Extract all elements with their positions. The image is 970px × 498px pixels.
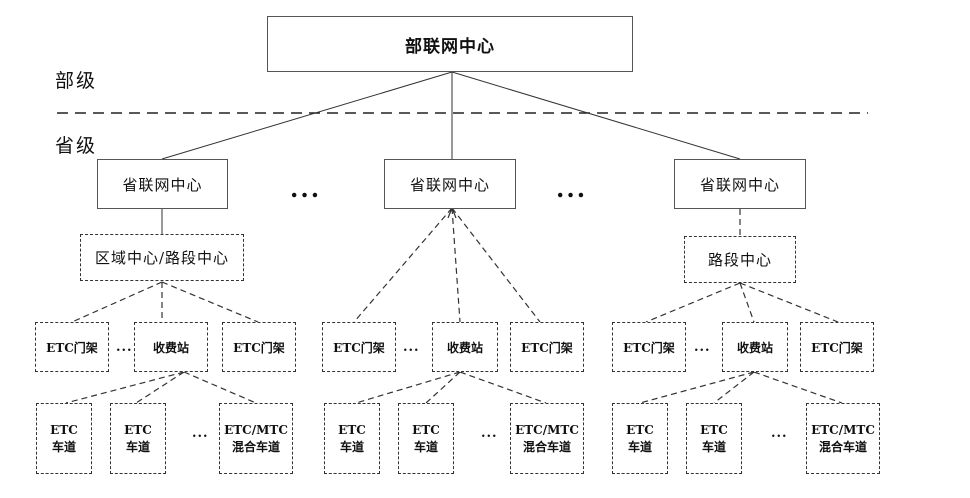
province-network-center-3: 省联网中心 xyxy=(674,159,806,209)
province-ellipsis-2: ... xyxy=(556,174,588,203)
lane-line-2: 车道 xyxy=(51,439,76,454)
etc-gantry-1a: ETC门架 xyxy=(35,322,109,372)
lane-line-2: 混合车道 xyxy=(522,439,571,454)
lane-line-1: ETC xyxy=(338,422,366,437)
link-station1-to-lane2 xyxy=(135,371,185,404)
toll-station-3: 收费站 xyxy=(722,322,788,372)
lane-ellipsis-1: ... xyxy=(192,426,209,441)
mixed-lane-3: ETC/MTC 混合车道 xyxy=(806,403,880,474)
lane-line-2: 混合车道 xyxy=(231,439,280,454)
etc-gantry-2b: ETC门架 xyxy=(510,322,584,372)
etc-gantry-3a: ETC门架 xyxy=(612,322,686,372)
link-segment3-to-station xyxy=(739,282,755,323)
etc-lane-2b: ETC 车道 xyxy=(398,403,454,474)
lane-line-2: 车道 xyxy=(701,439,726,454)
lane-line-1: ETC xyxy=(412,422,440,437)
lane-line-1: ETC xyxy=(124,422,152,437)
etc-lane-2a: ETC 车道 xyxy=(324,403,380,474)
etc-gantry-3b: ETC门架 xyxy=(800,322,874,372)
province-level-label: 省级 xyxy=(55,135,98,157)
link-province2-to-station xyxy=(451,207,461,323)
province-network-center-2: 省联网中心 xyxy=(384,159,516,209)
mixed-lane-1: ETC/MTC 混合车道 xyxy=(219,403,293,474)
link-segment1-to-gantry-left xyxy=(71,281,163,323)
link-segment3-to-gantry-right xyxy=(739,282,839,323)
link-station1-to-lane1 xyxy=(65,371,185,404)
province-ellipsis-1: ... xyxy=(290,174,322,203)
link-segment3-to-gantry-left xyxy=(645,282,741,323)
link-top-to-province-1 xyxy=(161,71,453,160)
link-province2-to-gantry-right xyxy=(451,207,541,323)
lane-ellipsis-2: ... xyxy=(481,426,498,441)
gantry-ellipsis-1: ... xyxy=(116,340,133,355)
lane-line-1: ETC/MTC xyxy=(515,422,579,437)
link-segment1-to-gantry-right xyxy=(161,281,259,323)
link-station3-to-lane1 xyxy=(639,371,755,404)
lane-line-2: 车道 xyxy=(339,439,364,454)
ministry-level-label: 部级 xyxy=(55,70,98,92)
link-station1-to-lane3 xyxy=(183,371,257,404)
etc-lane-1a: ETC 车道 xyxy=(36,403,92,474)
road-segment-center-3: 路段中心 xyxy=(684,236,796,283)
link-station3-to-lane3 xyxy=(753,371,843,404)
etc-lane-3a: ETC 车道 xyxy=(612,403,668,474)
link-station3-to-lane2 xyxy=(713,371,755,404)
lane-line-1: ETC/MTC xyxy=(224,422,288,437)
etc-gantry-1b: ETC门架 xyxy=(222,322,296,372)
link-province2-to-gantry-left xyxy=(353,207,453,323)
lane-line-1: ETC xyxy=(626,422,654,437)
link-station2-to-lane2 xyxy=(425,371,461,404)
etc-lane-1b: ETC 车道 xyxy=(110,403,166,474)
link-station2-to-lane3 xyxy=(459,371,547,404)
regional-segment-center-1: 区域中心/路段中心 xyxy=(80,234,244,281)
mixed-lane-2: ETC/MTC 混合车道 xyxy=(510,403,584,474)
etc-gantry-2a: ETC门架 xyxy=(322,322,396,372)
link-station2-to-lane1 xyxy=(355,371,461,404)
etc-lane-3b: ETC 车道 xyxy=(686,403,742,474)
lane-line-2: 混合车道 xyxy=(818,439,867,454)
lane-line-2: 车道 xyxy=(413,439,438,454)
lane-line-2: 车道 xyxy=(627,439,652,454)
province-network-center-1: 省联网中心 xyxy=(97,159,228,209)
link-top-to-province-3 xyxy=(451,71,741,160)
lane-line-2: 车道 xyxy=(125,439,150,454)
lane-ellipsis-3: ... xyxy=(771,426,788,441)
toll-station-2: 收费站 xyxy=(432,322,498,372)
lane-line-1: ETC xyxy=(700,422,728,437)
gantry-ellipsis-3: ... xyxy=(694,340,711,355)
gantry-ellipsis-2: ... xyxy=(403,340,420,355)
lane-line-1: ETC xyxy=(50,422,78,437)
toll-station-1: 收费站 xyxy=(134,322,208,372)
ministry-network-center: 部联网中心 xyxy=(267,16,633,72)
lane-line-1: ETC/MTC xyxy=(811,422,875,437)
